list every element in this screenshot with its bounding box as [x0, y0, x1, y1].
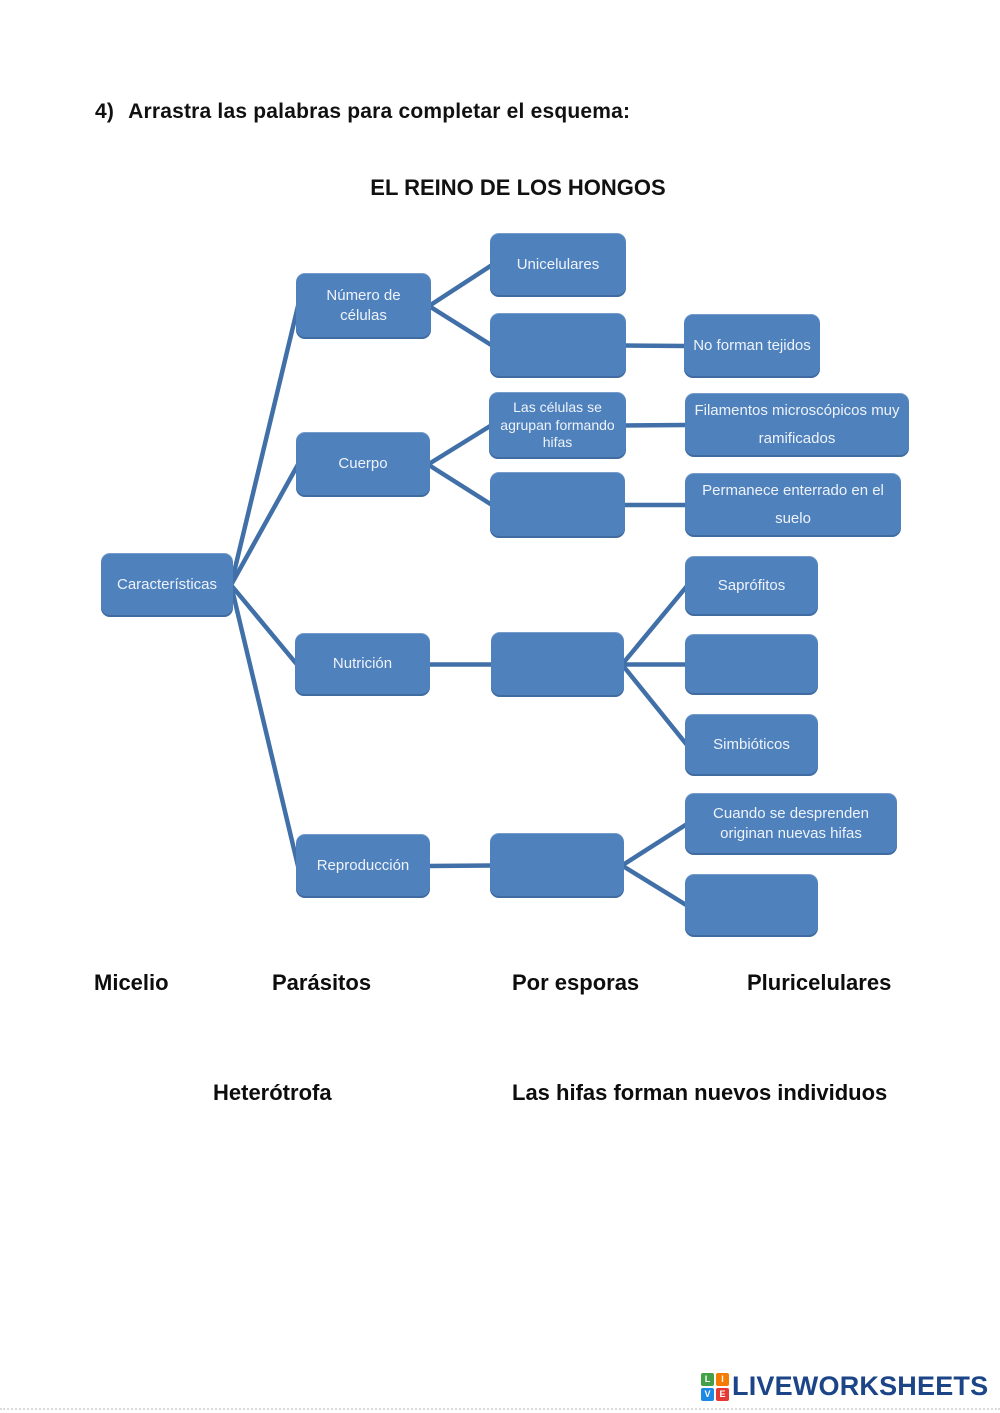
drop-target-blank-1[interactable]: [490, 313, 626, 378]
node-permanece: Permanece enterrado en el suelo: [685, 473, 901, 537]
node-label: Saprófitos: [717, 576, 786, 594]
drop-target-blank-3[interactable]: [491, 632, 624, 697]
node-label: [551, 662, 565, 668]
drop-target-blank-2[interactable]: [490, 472, 625, 538]
drop-target-blank-4[interactable]: [685, 634, 818, 695]
exercise-heading: 4) Arrastra las palabras para completar …: [95, 100, 630, 124]
liveworksheets-logo-text: LIVEWORKSHEETS: [732, 1371, 989, 1401]
node-cuerpo: Cuerpo: [296, 432, 430, 497]
node-numero: Número de células: [296, 273, 431, 339]
node-reproduccion: Reproducción: [296, 834, 430, 898]
word-las-hifas[interactable]: Las hifas forman nuevos individuos: [512, 1080, 888, 1105]
word-heterotrofa[interactable]: Heterótrofa: [213, 1080, 332, 1105]
drop-target-blank-6[interactable]: [685, 874, 818, 937]
diagram-title: EL REINO DE LOS HONGOS: [370, 175, 666, 200]
logo-tile-v: V: [701, 1387, 714, 1401]
node-label: Cuerpo: [338, 455, 388, 473]
node-nutricion: Nutrición: [295, 633, 430, 696]
word-parasitos[interactable]: Parásitos: [272, 970, 372, 995]
logo-tile-l: L: [701, 1372, 714, 1386]
node-label: [551, 343, 565, 349]
logo-tile-e: E: [716, 1387, 729, 1401]
node-filamentos: Filamentos microscópicos muy ramificados: [685, 393, 909, 457]
node-simbioticos: Simbióticos: [685, 714, 818, 776]
drop-target-blank-5[interactable]: [490, 833, 624, 898]
node-label: Simbióticos: [713, 735, 790, 753]
node-label: Número de células: [326, 286, 401, 324]
word-pluricelulares[interactable]: Pluricelulares: [747, 970, 892, 995]
node-label: Permanece enterrado en el suelo: [702, 481, 884, 528]
node-label: Las células se agrupan formando hifas: [500, 398, 615, 451]
node-label: [745, 662, 759, 668]
logo-tile-i: I: [716, 1372, 729, 1386]
node-unicelulares: Unicelulares: [490, 233, 626, 297]
node-label: Nutrición: [332, 655, 393, 673]
node-hifas: Las células se agrupan formando hifas: [489, 392, 626, 459]
node-label: Reproducción: [316, 856, 410, 874]
node-label: Cuando se desprenden originan nuevas hif…: [713, 804, 869, 842]
node-saprofitos: Saprófitos: [685, 556, 818, 616]
node-label: Características: [116, 575, 218, 593]
node-label: [550, 863, 564, 869]
page-bottom-divider: [0, 1408, 1000, 1410]
word-por-esporas[interactable]: Por esporas: [512, 970, 640, 995]
node-noforman: No forman tejidos: [684, 314, 820, 378]
node-cuando: Cuando se desprenden originan nuevas hif…: [685, 793, 897, 855]
node-label: [745, 903, 759, 909]
node-label: Unicelulares: [516, 255, 600, 273]
word-micelio[interactable]: Micelio: [94, 970, 169, 995]
exercise-number: 4): [95, 100, 115, 123]
node-label: [551, 502, 565, 508]
node-label: No forman tejidos: [693, 336, 811, 354]
node-label: Filamentos microscópicos muy ramificados: [694, 401, 900, 448]
node-caracteristicas: Características: [101, 553, 233, 617]
exercise-instruction: Arrastra las palabras para completar el …: [128, 100, 631, 123]
